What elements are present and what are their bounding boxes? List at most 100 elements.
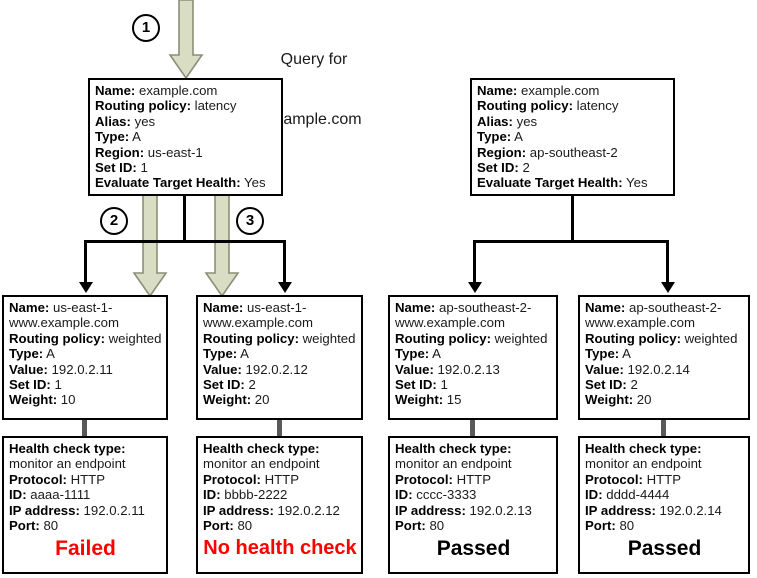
field-value: 20 [254, 392, 270, 408]
field-row: Evaluate Target Health: Yes [95, 175, 277, 190]
field-row: IP address: 192.0.2.14 [585, 503, 744, 518]
callout-1: 1 [132, 14, 160, 42]
field-row: Routing policy: weighted [9, 331, 162, 346]
field-value-continuation: monitor an endpoint [9, 456, 126, 472]
field-value: 10 [60, 392, 76, 408]
alias-record-us-east-1: Name: example.com Routing policy: latenc… [88, 78, 283, 196]
field-value: 1 [54, 377, 62, 393]
field-key: Weight: [203, 392, 252, 408]
arrowhead-right-1 [467, 282, 482, 293]
field-row: Routing policy: weighted [395, 331, 552, 346]
field-value: us-east-1- [246, 300, 307, 315]
weighted-record-ap-southeast-2-set-1: Name: ap-southeast-2- www.example.com Ro… [388, 295, 558, 420]
field-row: Port: 80 [9, 518, 162, 533]
field-key: Protocol: [585, 471, 643, 487]
field-row: Health check type: [203, 441, 357, 456]
field-row: Type: A [477, 129, 669, 144]
field-row: Alias: yes [95, 114, 277, 129]
field-key: Port: [9, 518, 40, 534]
field-value: 80 [619, 518, 635, 534]
field-value: A [514, 129, 523, 145]
field-row: Port: 80 [395, 518, 552, 533]
field-value: us-east-1 [147, 144, 203, 160]
field-key: Routing policy: [477, 98, 573, 114]
field-key: Name: [203, 300, 244, 315]
field-value: HTTP [646, 471, 681, 487]
field-row: Type: A [95, 129, 277, 144]
flow-arrow-step-3 [204, 192, 240, 298]
field-value: example.com [138, 83, 218, 98]
field-row: Protocol: HTTP [203, 472, 357, 487]
field-value: weighted [684, 330, 738, 346]
field-value: 1 [440, 377, 448, 393]
field-row: Type: A [585, 346, 744, 361]
field-value: 192.0.2.12 [277, 502, 340, 518]
field-key: Type: [203, 346, 238, 362]
field-key: IP address: [9, 502, 80, 518]
field-key: Set ID: [585, 377, 627, 393]
field-key: Routing policy: [585, 330, 681, 346]
field-value: bbbb-2222 [224, 487, 288, 503]
field-row: Alias: yes [477, 114, 669, 129]
field-row: Value: 192.0.2.13 [395, 362, 552, 377]
field-value: latency [576, 98, 619, 114]
field-key: Weight: [9, 392, 58, 408]
field-value: A [46, 346, 55, 362]
field-row: Health check type: [585, 441, 744, 456]
field-key: Type: [585, 346, 620, 362]
field-key: Name: [395, 300, 436, 315]
field-row: Routing policy: latency [477, 98, 669, 113]
flow-arrow-query [168, 0, 204, 80]
field-row: Value: 192.0.2.14 [585, 362, 744, 377]
field-value: ap-southeast-2- [628, 300, 722, 315]
field-row: Protocol: HTTP [585, 472, 744, 487]
field-row: Name: example.com [477, 83, 669, 98]
field-value: A [240, 346, 249, 362]
field-key: Value: [203, 361, 242, 377]
field-key: Set ID: [203, 377, 245, 393]
field-key: Weight: [395, 392, 444, 408]
field-value: weighted [302, 330, 356, 346]
field-row: Type: A [395, 346, 552, 361]
field-row: Routing policy: weighted [203, 331, 357, 346]
connector-right-bus [473, 240, 669, 243]
field-key: Protocol: [395, 471, 453, 487]
field-value: dddd-4444 [606, 487, 670, 503]
field-row: IP address: 192.0.2.12 [203, 503, 357, 518]
weighted-record-us-east-1-set-2: Name: us-east-1- www.example.com Routing… [196, 295, 363, 420]
field-key: Routing policy: [395, 330, 491, 346]
health-check-box-bbbb-2222: Health check type: monitor an endpoint P… [196, 436, 363, 574]
field-value-continuation: www.example.com [203, 315, 313, 331]
field-value: cccc-3333 [416, 487, 477, 503]
field-row: Routing policy: latency [95, 98, 277, 113]
field-value: latency [194, 98, 237, 114]
field-value-continuation: www.example.com [395, 315, 505, 331]
field-value: 192.0.2.13 [469, 502, 532, 518]
connector-left-branch-1 [84, 240, 87, 286]
field-value: us-east-1- [52, 300, 113, 315]
field-value: aaaa-1111 [30, 487, 91, 503]
field-row: Weight: 15 [395, 392, 552, 407]
field-value: Yes [244, 175, 266, 191]
field-value: A [132, 129, 141, 145]
field-key: Evaluate Target Health: [95, 175, 241, 191]
arrowhead-right-2 [660, 282, 675, 293]
field-value: 80 [429, 518, 445, 534]
field-value: 192.0.2.11 [83, 502, 145, 518]
field-row: Protocol: HTTP [9, 472, 162, 487]
health-check-box-dddd-4444: Health check type: monitor an endpoint P… [578, 436, 750, 574]
field-row: Health check type: [395, 441, 552, 456]
field-key: Region: [95, 144, 145, 160]
gray-connector-1 [82, 420, 87, 437]
field-key: Routing policy: [203, 330, 299, 346]
field-value: 15 [446, 392, 462, 408]
field-value: 192.0.2.13 [437, 361, 500, 377]
health-check-box-aaaa-1111: Health check type: monitor an endpoint P… [2, 436, 168, 574]
field-key: Name: [95, 83, 136, 98]
field-value: 2 [248, 377, 256, 393]
field-row: ID: aaaa-1111 [9, 487, 162, 502]
field-row: Port: 80 [203, 518, 357, 533]
field-value: 2 [522, 160, 530, 176]
field-value: 1 [140, 160, 148, 176]
field-key: Name: [585, 300, 626, 315]
